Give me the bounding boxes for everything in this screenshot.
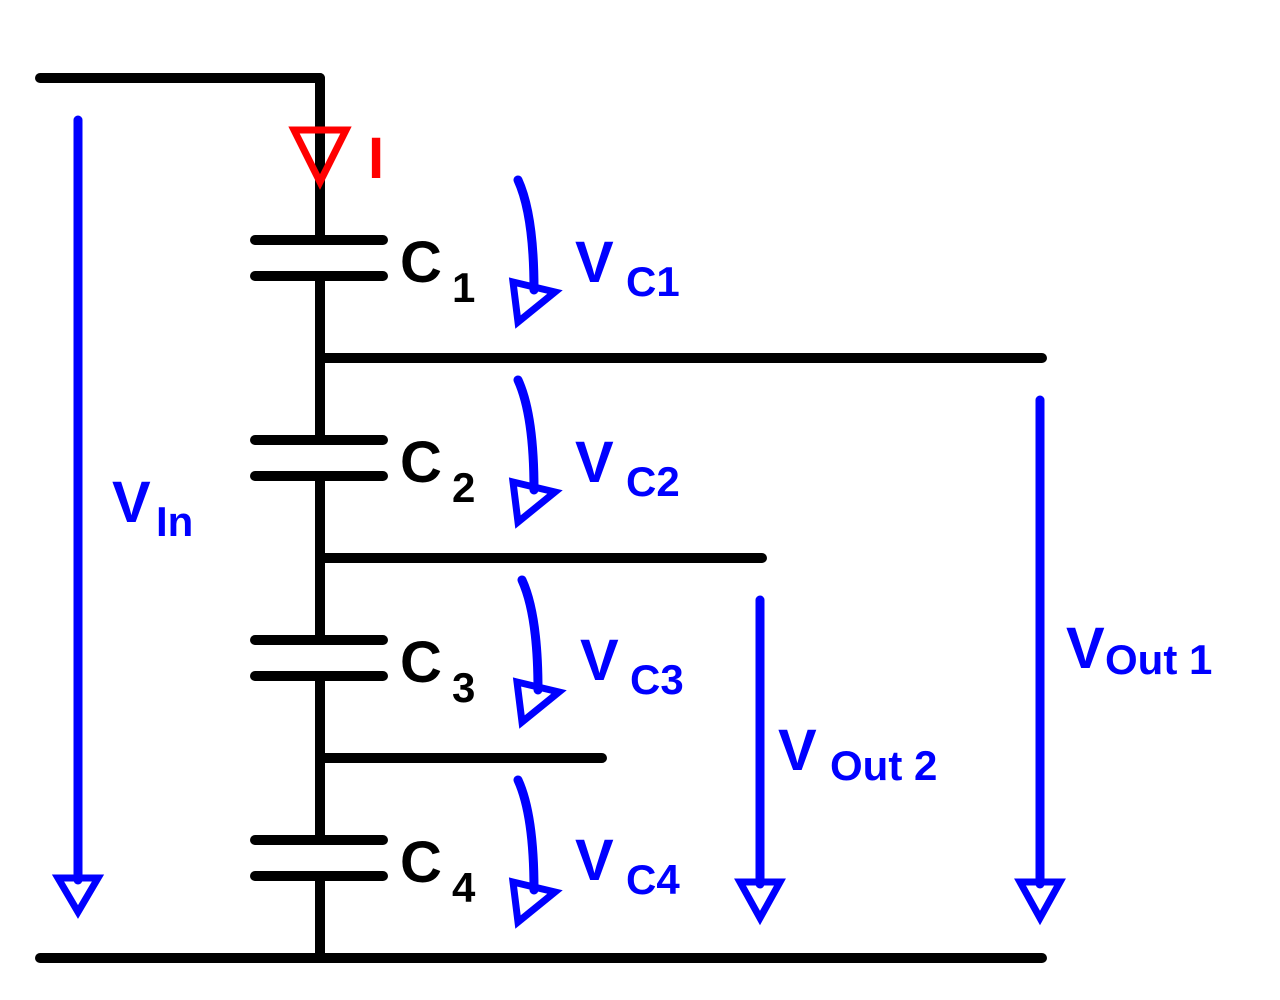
current-arrow-head xyxy=(288,126,352,190)
capacitor-c3-symbol xyxy=(250,635,388,681)
vc4-arrow-head xyxy=(508,877,563,929)
vout2-arrow-head xyxy=(734,878,786,926)
vc4-arrow-line xyxy=(513,775,539,895)
capacitor-c2-symbol xyxy=(250,435,388,481)
vout1-arrow-head xyxy=(1014,878,1066,926)
vc3-arrow-head xyxy=(512,677,567,729)
circuit-wiring xyxy=(35,73,1047,963)
vout1-label: VOut 1 xyxy=(1066,616,1212,683)
capacitor-c4-symbol xyxy=(250,835,388,881)
vc1-arrow-line xyxy=(513,175,539,295)
vin-arrow-head xyxy=(51,874,105,919)
output-voltage-arrows xyxy=(51,115,1066,926)
vc2-arrow-head xyxy=(508,477,563,529)
vc2-arrow-line xyxy=(513,375,539,495)
capacitor-c1-symbol xyxy=(250,235,388,281)
current-arrow xyxy=(288,126,352,190)
capacitor-voltage-arrows xyxy=(508,175,567,929)
vc1-arrow-head xyxy=(508,277,563,329)
vc3-arrow-line xyxy=(517,575,543,695)
current-label: I xyxy=(368,126,384,191)
